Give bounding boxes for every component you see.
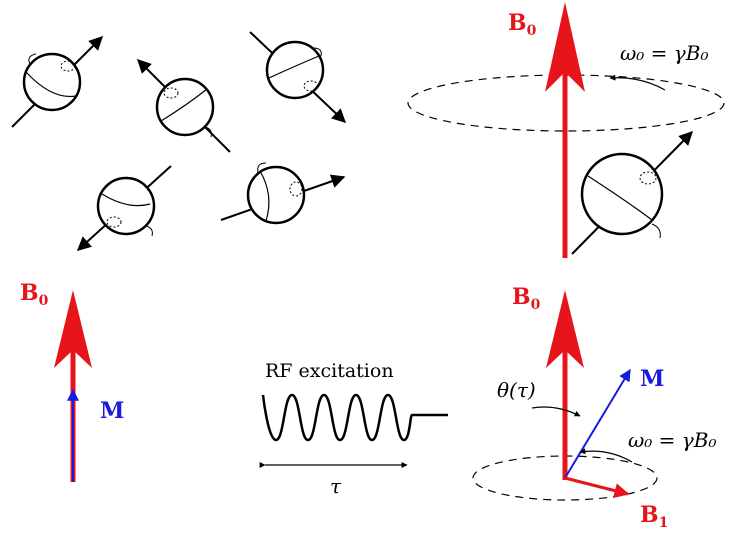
m-arrow-right bbox=[564, 368, 631, 479]
b0-arrow-top bbox=[545, 2, 585, 258]
spin-3 bbox=[249, 31, 347, 123]
rf-label: RF excitation bbox=[265, 360, 394, 382]
b0-arrow-left bbox=[54, 290, 92, 368]
excitation-panel: B0 M θ(τ) ω₀ = γB₀ B1 bbox=[472, 284, 716, 531]
b0-arrow-right bbox=[546, 290, 584, 368]
b0-label-right: B0 bbox=[512, 284, 541, 313]
precession-arrow-top bbox=[609, 74, 666, 91]
m-label-left: M bbox=[100, 398, 124, 424]
spin-2 bbox=[137, 59, 231, 153]
b0-label-left: B0 bbox=[20, 280, 49, 309]
spin-5 bbox=[220, 162, 346, 225]
rf-panel: RF excitation τ bbox=[259, 360, 448, 498]
tau-label: τ bbox=[330, 474, 342, 498]
b1-arrow bbox=[564, 476, 630, 498]
theta-label: θ(τ) bbox=[497, 378, 536, 402]
b0-label-top: B0 bbox=[508, 10, 537, 39]
omega-label-top: ω₀ = γB₀ bbox=[620, 41, 708, 65]
spin-precessing bbox=[571, 131, 693, 255]
random-spins bbox=[11, 31, 347, 251]
spin-4 bbox=[76, 165, 172, 251]
theta-arc bbox=[531, 406, 581, 417]
precession-panel: B0 ω₀ = γB₀ bbox=[407, 2, 725, 258]
precession-arrow-bottom bbox=[579, 448, 633, 463]
b1-label: B1 bbox=[640, 502, 668, 531]
rf-waveform bbox=[261, 393, 448, 442]
m-label-right: M bbox=[640, 366, 664, 392]
equilibrium-panel: B0 M bbox=[20, 280, 124, 482]
spin-1 bbox=[11, 36, 103, 128]
omega-label-bottom: ω₀ = γB₀ bbox=[628, 428, 716, 452]
